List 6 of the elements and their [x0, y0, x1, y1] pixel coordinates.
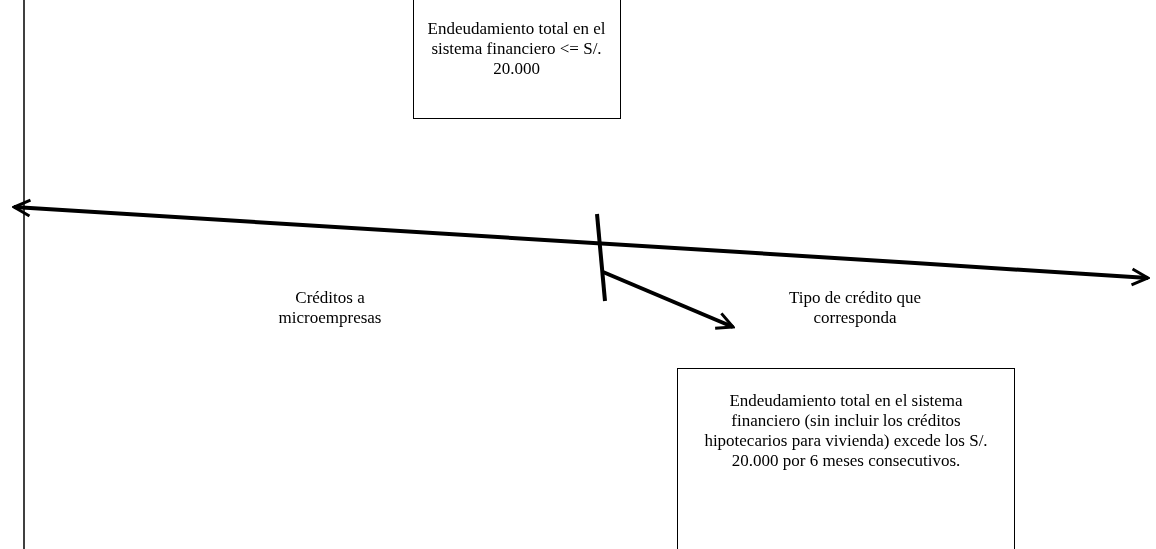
text-box — [677, 368, 1015, 549]
region-label: Tipo de crédito que corresponda — [787, 288, 923, 328]
box-text: Endeudamiento total en el sistema financiero (sin incluir los créditos hipotecarios para vivienda) excede los S/. 20.000 por 6 meses consecutivos. — [703, 391, 989, 471]
text-box — [413, 0, 621, 119]
box-text: Endeudamiento total en el sistema financiero <= S/. 20.000 — [426, 19, 607, 79]
region-label: Créditos a microempresas — [277, 288, 383, 328]
